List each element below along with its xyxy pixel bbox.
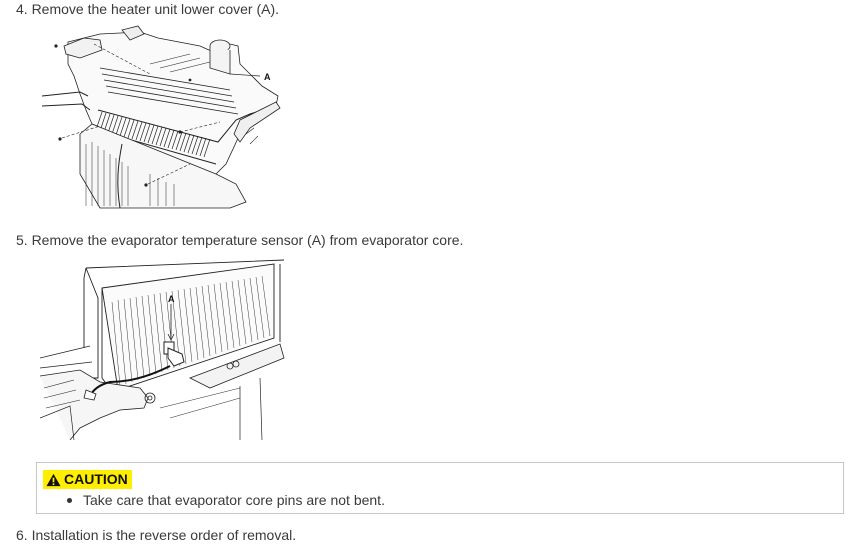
step-4-text: 4. Remove the heater unit lower cover (A… <box>16 1 280 17</box>
heater-unit-lower-cover-illustration: A <box>41 25 281 209</box>
warning-triangle-icon <box>46 473 61 486</box>
evaporator-sensor-illustration: A <box>39 259 285 441</box>
step-6-text: 6. Installation is the reverse order of … <box>16 527 297 543</box>
caution-list: Take care that evaporator core pins are … <box>65 491 385 509</box>
step-5-text: 5. Remove the evaporator temperature sen… <box>16 232 464 248</box>
callout-a: A <box>264 72 271 82</box>
caution-label: CAUTION <box>43 470 132 489</box>
caution-item: Take care that evaporator core pins are … <box>65 491 385 509</box>
heater-cover-figure: A <box>40 24 285 209</box>
caution-box: CAUTION Take care that evaporator core p… <box>36 462 844 514</box>
caution-label-text: CAUTION <box>64 471 128 487</box>
evaporator-sensor-figure: A <box>39 258 285 441</box>
callout-a: A <box>168 294 175 304</box>
